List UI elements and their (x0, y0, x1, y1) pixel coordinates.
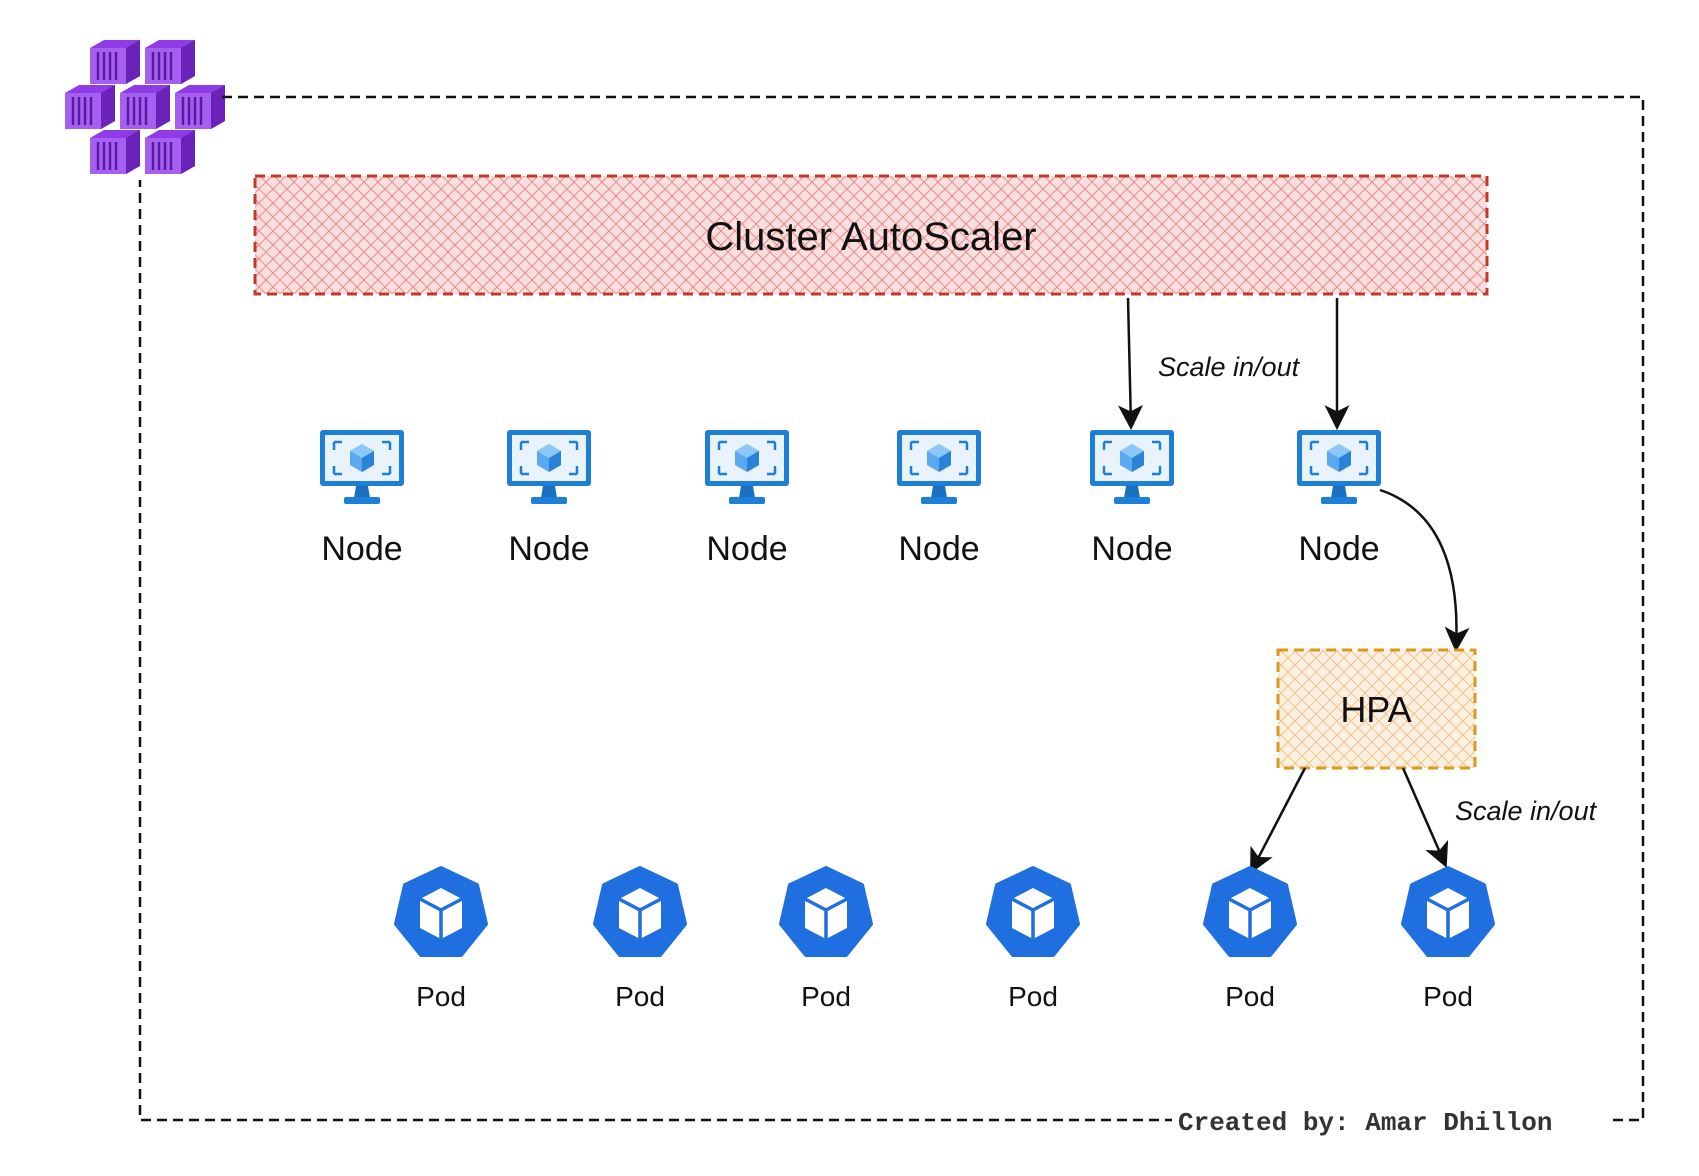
kubernetes-pod-icon (1203, 866, 1297, 957)
virtual-machine-icon (895, 428, 983, 506)
pod-1: Pod (394, 866, 488, 1012)
node-row: Node Node Node Node Node Node (318, 428, 1383, 568)
kubernetes-pod-icon (779, 866, 873, 957)
node-2: Node (505, 428, 593, 568)
pod-label: Pod (1423, 981, 1473, 1012)
kubernetes-pod-icon (394, 866, 488, 957)
pod-6: Pod (1401, 866, 1495, 1012)
credit-text: Created by: Amar Dhillon (1178, 1108, 1552, 1138)
node-label: Node (1091, 530, 1172, 568)
aks-containers-icon (63, 38, 227, 176)
node-to-hpa-arrow (1379, 488, 1470, 653)
cluster-boundary (138, 95, 1645, 1122)
pod-4: Pod (986, 866, 1080, 1012)
virtual-machine-icon (505, 428, 593, 506)
node-6: Node (1295, 428, 1383, 568)
pod-row: Pod Pod Pod Pod Pod Pod (394, 866, 1495, 1012)
node-1: Node (318, 428, 406, 568)
hpa-to-pod5-arrow (1250, 767, 1307, 874)
node-5: Node (1088, 428, 1176, 568)
scale-label-pods: Scale in/out (1455, 796, 1598, 826)
node-label: Node (508, 530, 589, 568)
node-label: Node (1298, 530, 1379, 568)
kubernetes-pod-icon (593, 866, 687, 957)
credit-background (1172, 1104, 1608, 1138)
pod-label: Pod (801, 981, 851, 1012)
kubernetes-pod-icon (1401, 866, 1495, 957)
cluster-autoscaler-box: Cluster AutoScaler (253, 174, 1489, 296)
pod-2: Pod (593, 866, 687, 1012)
virtual-machine-icon (318, 428, 406, 506)
virtual-machine-icon (1295, 428, 1383, 506)
pod-label: Pod (615, 981, 665, 1012)
autoscaler-to-node5-arrow (1118, 297, 1144, 431)
scale-label-nodes: Scale in/out (1158, 352, 1301, 382)
pod-3: Pod (779, 866, 873, 1012)
node-3: Node (703, 428, 791, 568)
pod-label: Pod (416, 981, 466, 1012)
hpa-label: HPA (1340, 689, 1411, 730)
hpa-box: HPA (1276, 648, 1477, 770)
virtual-machine-icon (703, 428, 791, 506)
pod-5: Pod (1203, 866, 1297, 1012)
hpa-to-pod6-arrow (1401, 767, 1449, 868)
pod-label: Pod (1225, 981, 1275, 1012)
node-label: Node (321, 530, 402, 568)
virtual-machine-icon (1088, 428, 1176, 506)
kubernetes-pod-icon (986, 866, 1080, 957)
node-label: Node (706, 530, 787, 568)
node-label: Node (898, 530, 979, 568)
cluster-autoscaler-label: Cluster AutoScaler (705, 215, 1036, 259)
node-4: Node (895, 428, 983, 568)
pod-label: Pod (1008, 981, 1058, 1012)
